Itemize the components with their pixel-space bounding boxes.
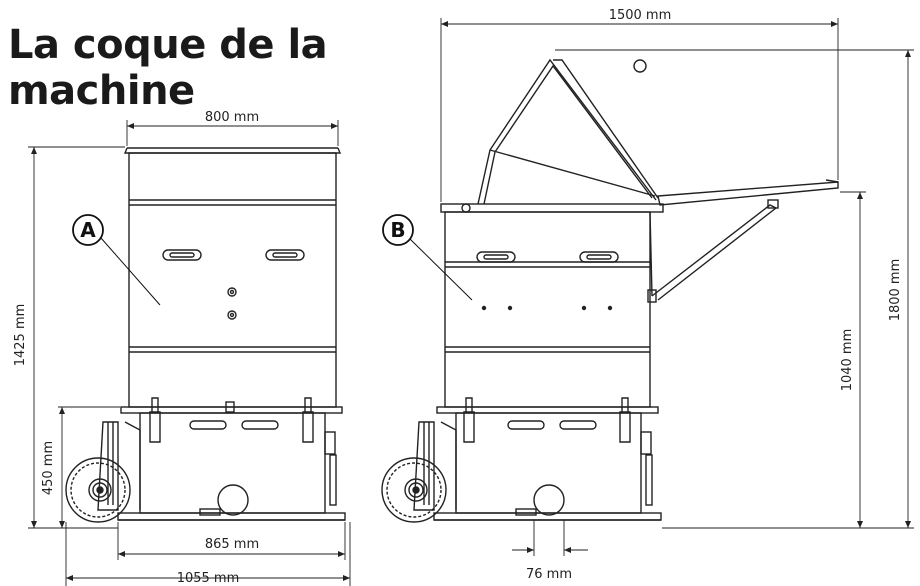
dimension-arrows — [31, 21, 911, 581]
callout-b-label: B — [390, 218, 405, 242]
callout-b: B — [382, 214, 473, 301]
dim-height-a: 1425 mm — [13, 304, 28, 367]
dim-height-base: 450 mm — [41, 441, 56, 495]
callout-a: A — [72, 214, 161, 306]
dimension-lines — [28, 18, 914, 586]
callout-a-label: A — [80, 218, 96, 242]
dim-total-width-a: 1055 mm — [177, 571, 240, 586]
dim-width-top-a: 800 mm — [205, 110, 259, 125]
dim-foot-width-b: 76 mm — [526, 567, 572, 582]
dim-table-height-b: 1040 mm — [840, 329, 855, 392]
dim-total-height-b: 1800 mm — [888, 259, 903, 322]
machine-b — [381, 58, 839, 523]
machine-a — [65, 147, 346, 523]
dim-width-open-b: 1500 mm — [609, 8, 672, 23]
dim-wheelbase: 865 mm — [205, 537, 259, 552]
page-title: La coque de la machine — [8, 22, 328, 114]
